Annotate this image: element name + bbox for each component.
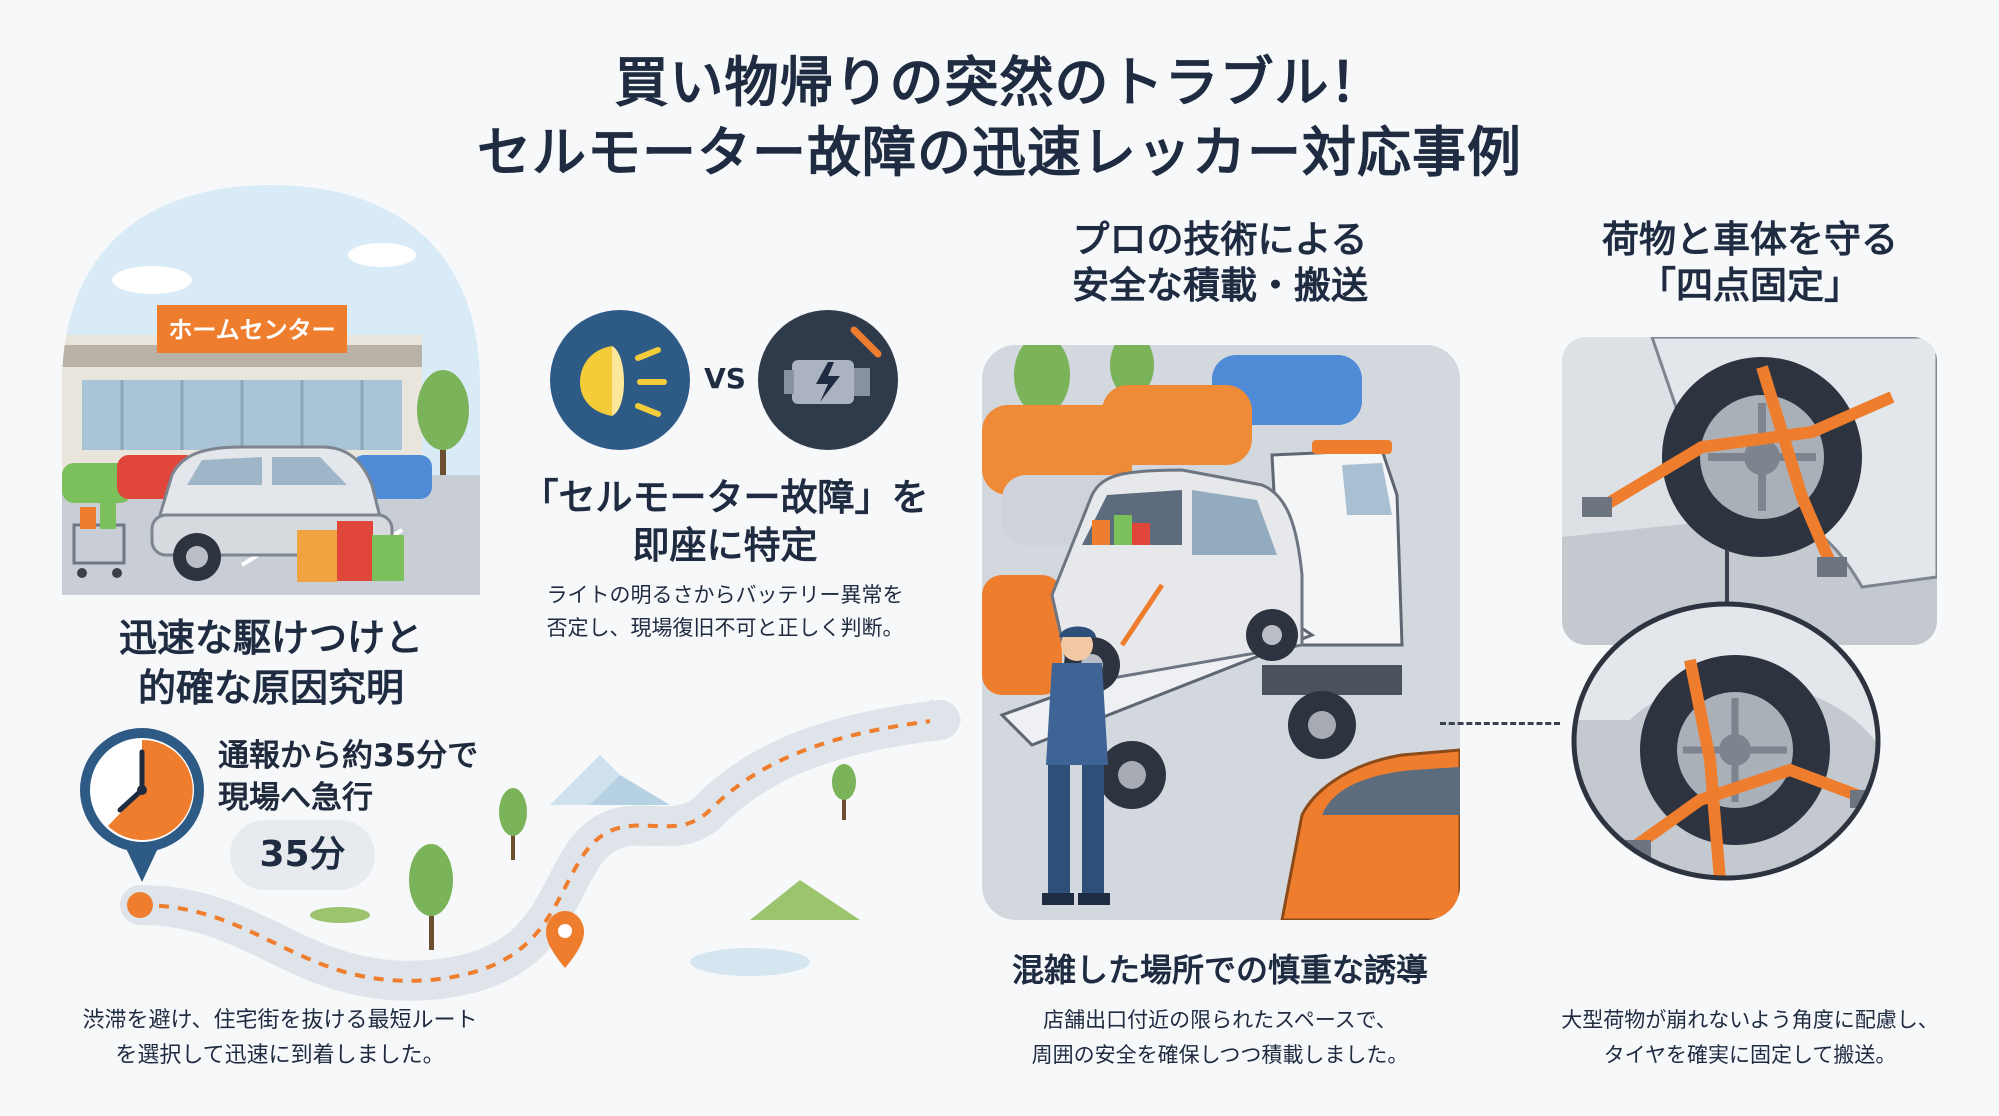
- section3-heading-line2: 安全な積載・搬送: [1072, 264, 1368, 307]
- section1-caption-line2: を選択して迅速に到着しました。: [115, 1043, 445, 1068]
- tie-down-closeup-illustration: [1562, 337, 1937, 645]
- section3-caption-line2: 周囲の安全を確保しつつ積載しました。: [1031, 1043, 1409, 1067]
- section1-caption-line1: 渋滞を避け、住宅街を抜ける最短ルート: [82, 1008, 478, 1033]
- section2-heading-line2: 即座に特定: [632, 524, 818, 567]
- section4-caption-line2: タイヤを確実に固定して搬送。: [1603, 1043, 1897, 1067]
- time-badge-text: 35分: [259, 834, 346, 875]
- section1-callout-line2: 現場へ急行: [218, 780, 373, 816]
- starter-motor-fault-icon: [758, 310, 898, 450]
- store-scene-illustration: ホームセンター: [62, 185, 480, 595]
- tie-down-magnified-circle: [1570, 600, 1882, 882]
- store-sign-text: ホームセンター: [168, 316, 335, 344]
- section1-heading-line1: 迅速な駆けつけと: [118, 616, 423, 660]
- section4-heading-line1: 荷物と車体を守る: [1602, 218, 1898, 261]
- section3-caption-line1: 店舗出口付近の限られたスペースで、: [1043, 1008, 1397, 1032]
- page-title-line2: セルモーター故障の迅速レッカー対応事例: [477, 121, 1522, 184]
- magnifier-connector: [1725, 550, 1729, 610]
- section3-subheading: 混雑した場所での慎重な誘導: [1011, 951, 1428, 989]
- clock-pin-icon: [78, 726, 206, 882]
- section1-heading-line2: 的確な原因究明: [137, 666, 404, 710]
- section2-heading-line1: 「セルモーター故障」を: [521, 476, 929, 519]
- page-title-line1: 買い物帰りの突然のトラブル！: [614, 51, 1385, 114]
- headlight-icon: [550, 310, 690, 450]
- route-map-illustration: [110, 700, 970, 1030]
- connector-dashed-line: [1440, 722, 1560, 725]
- time-badge: 35分: [230, 820, 375, 890]
- vs-label: VS: [704, 362, 746, 395]
- section2-caption-line1: ライトの明るさからバッテリー異常を: [546, 583, 904, 607]
- tow-truck-loading-illustration: [982, 345, 1460, 920]
- section1-callout-line1: 通報から約35分で: [218, 738, 479, 774]
- section2-caption-line2: 否定し、現場復旧不可と正しく判断。: [546, 616, 904, 640]
- section3-heading-line1: プロの技術による: [1072, 218, 1368, 261]
- section4-heading-line2: 「四点固定」: [1639, 264, 1861, 307]
- section4-caption-line1: 大型荷物が崩れないよう角度に配慮し、: [1561, 1008, 1939, 1032]
